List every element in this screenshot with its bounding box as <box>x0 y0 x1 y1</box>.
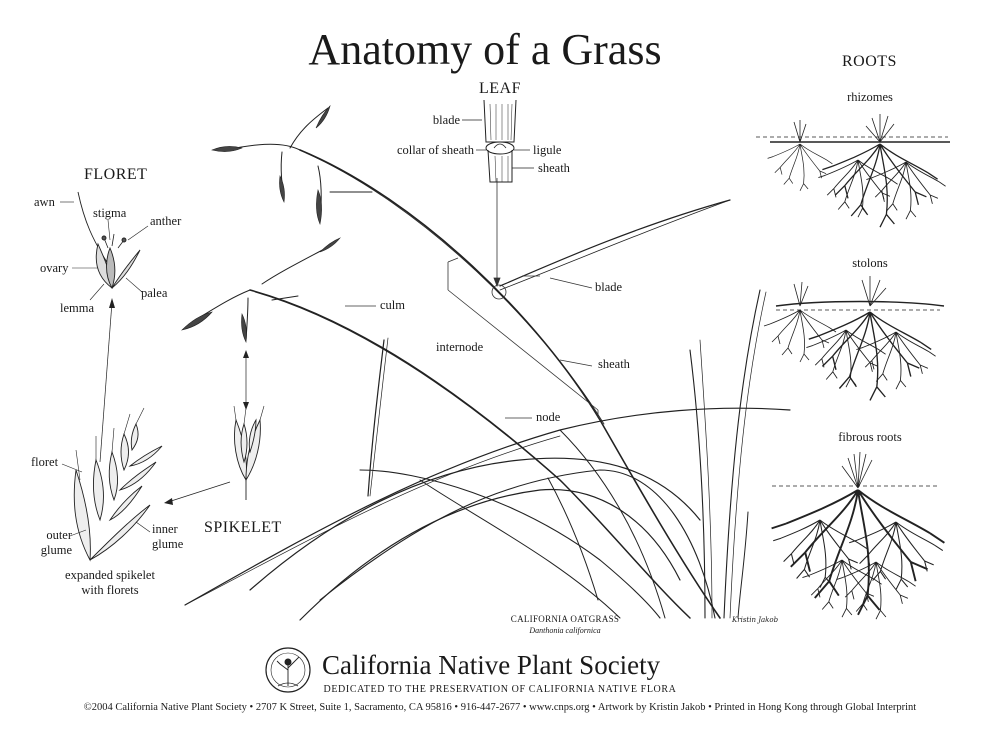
plant-label-blade: blade <box>595 280 623 294</box>
floret-label-stigma: stigma <box>93 206 127 220</box>
artist-signature: Kristin Jakob <box>732 616 779 624</box>
leaf-label-collar: collar of sheath <box>396 143 474 157</box>
leaf-label-ligule: ligule <box>533 143 562 157</box>
roots-stolons <box>763 276 945 402</box>
plant-label-sheath: sheath <box>598 357 630 371</box>
floret-heading: FLORET <box>84 166 148 183</box>
roots-fibrous <box>770 451 946 620</box>
roots-label-rhizomes: rhizomes <box>847 90 893 104</box>
grass-plant <box>181 104 791 621</box>
floret-label-ovary: ovary <box>40 261 69 275</box>
expanded-caption-1: expanded spikelet <box>65 568 155 582</box>
roots-label-stolons: stolons <box>852 256 888 270</box>
floret-label-awn: awn <box>34 195 55 209</box>
organization-name: California Native Plant Society <box>322 650 661 680</box>
spikelet-heading: SPIKELET <box>204 519 282 536</box>
floret-detail <box>60 191 149 463</box>
plant-leaders <box>345 178 599 419</box>
roots-heading: ROOTS <box>842 53 897 70</box>
species-latin-name: Danthonia californica <box>529 626 601 635</box>
plant-label-internode: internode <box>436 340 484 354</box>
plant-label-node: node <box>536 410 561 424</box>
floret-label-lemma: lemma <box>60 301 95 315</box>
expanded-label-inner-glume: glume <box>152 537 184 551</box>
species-common-name: CALIFORNIA OATGRASS <box>510 614 620 624</box>
floret-label-anther: anther <box>150 214 182 228</box>
leaf-detail <box>462 99 534 183</box>
plant-label-culm: culm <box>380 298 405 312</box>
page-title: Anatomy of a Grass <box>308 25 662 74</box>
roots-rhizomes <box>756 114 950 228</box>
expanded-caption-2: with florets <box>81 583 139 597</box>
leaf-heading: LEAF <box>479 80 521 97</box>
leaf-label-sheath: sheath <box>538 161 570 175</box>
expanded-label-floret: floret <box>31 455 59 469</box>
leaf-label-blade: blade <box>432 113 460 127</box>
credits-line: ©2004 California Native Plant Society • … <box>83 702 917 713</box>
expanded-label-outer-glume: glume <box>40 543 72 557</box>
roots-label-fibrous: fibrous roots <box>838 430 902 444</box>
floret-label-palea: palea <box>141 286 168 300</box>
cnps-logo <box>265 647 311 693</box>
spikelet <box>233 350 265 500</box>
expanded-label-outer: outer <box>46 528 72 542</box>
expanded-label-inner: inner <box>152 522 178 536</box>
dedication-line: DEDICATED TO THE PRESERVATION OF CALIFOR… <box>323 684 677 695</box>
expanded-spikelet <box>61 407 231 562</box>
